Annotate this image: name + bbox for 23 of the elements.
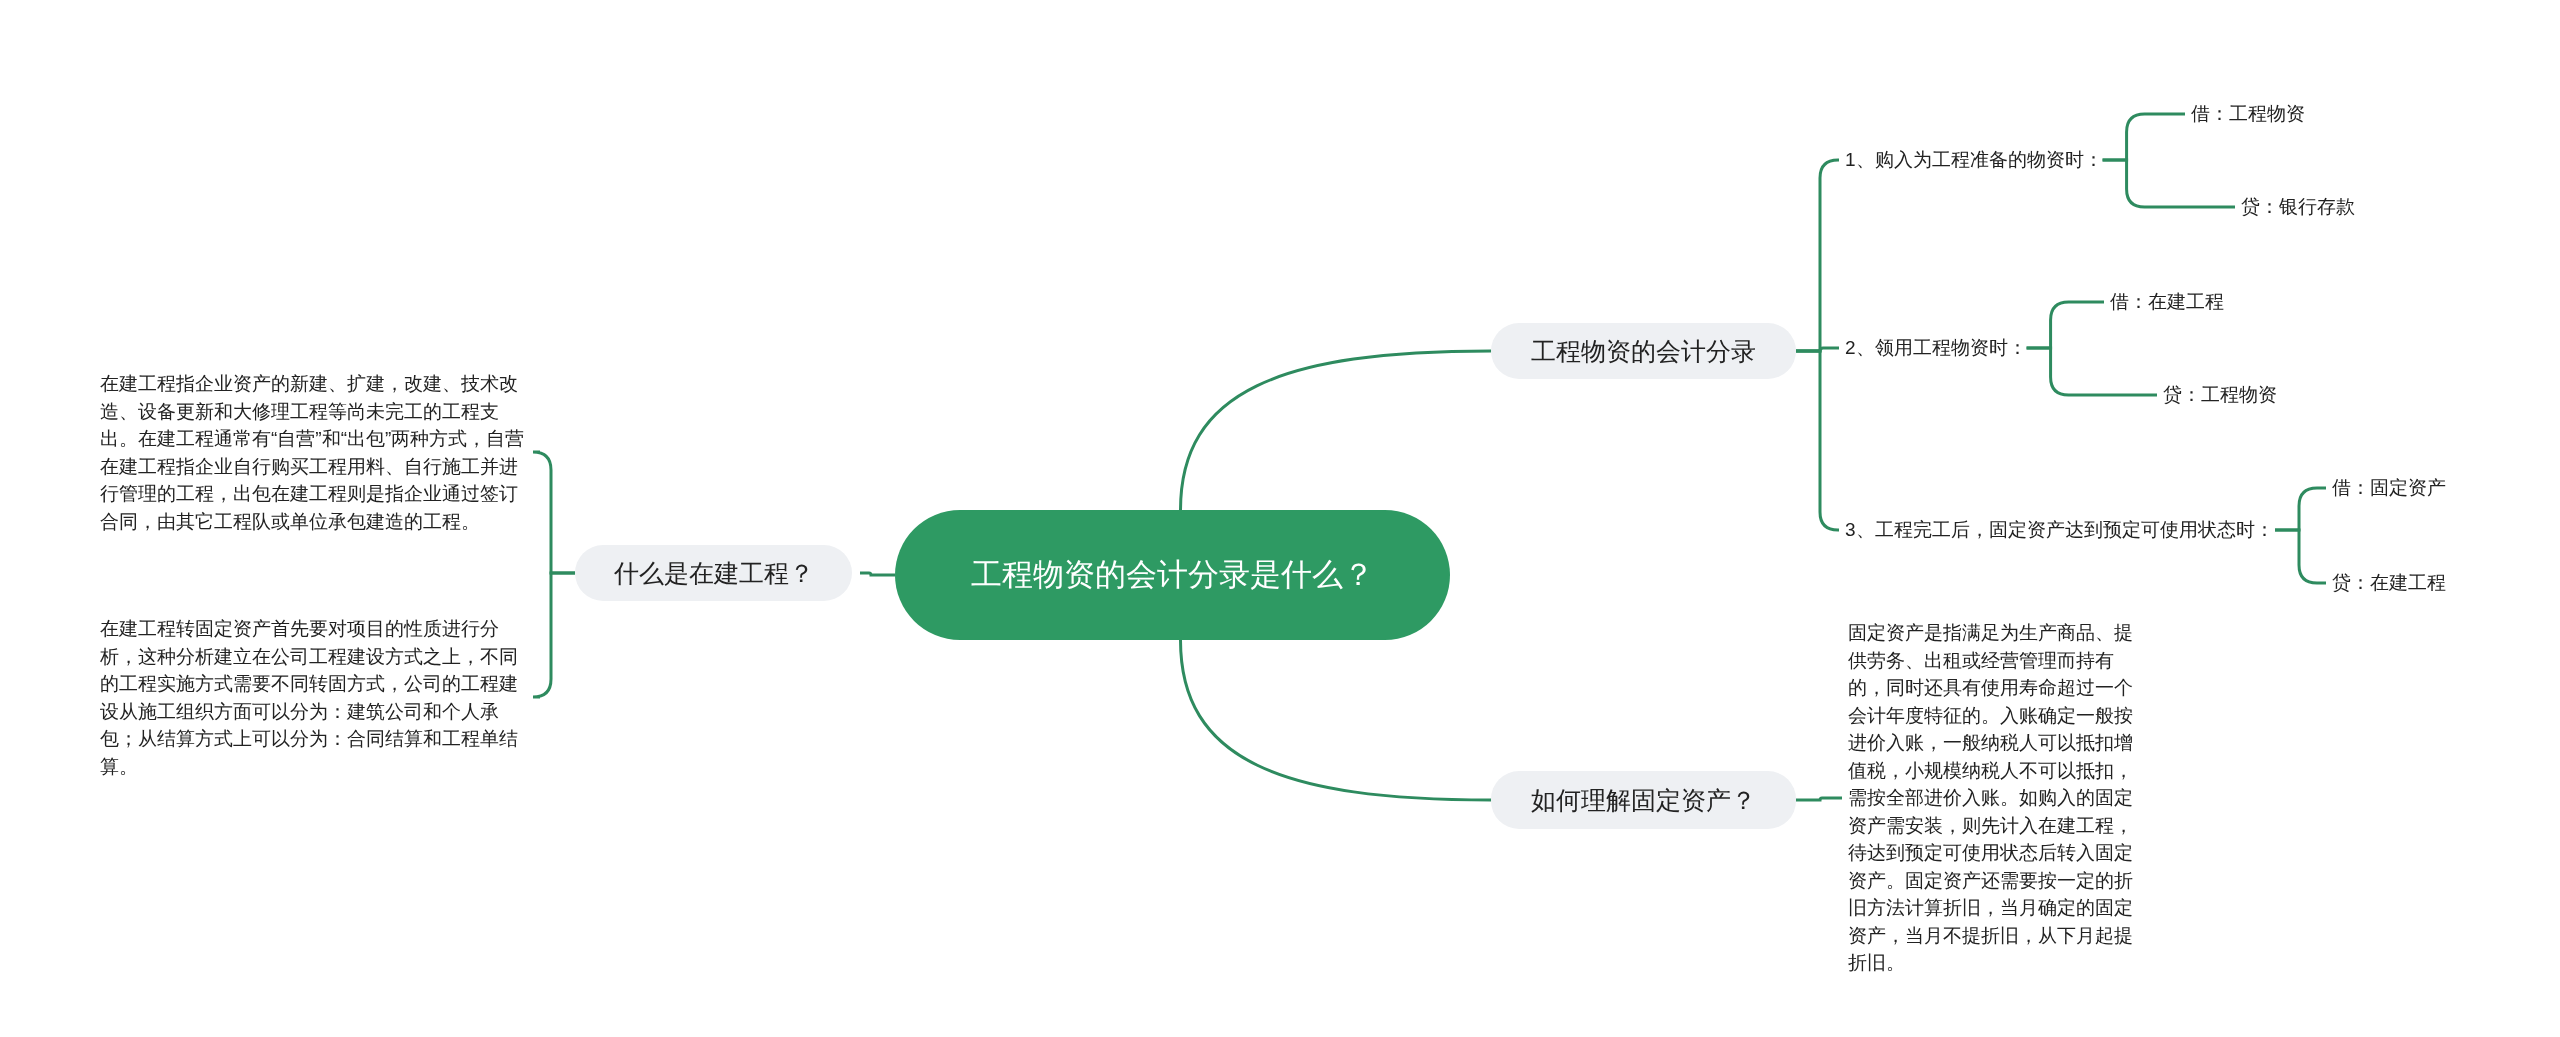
topic-box: 什么是在建工程？ [575, 545, 852, 601]
entry-text: 借：工程物资 [2191, 100, 2305, 128]
topic-box: 工程物资的会计分录 [1491, 323, 1796, 379]
paragraph: 3、工程完工后，固定资产达到预定可使用状态时： [1845, 516, 2275, 544]
entry-text: 2、领用工程物资时： [1845, 334, 2027, 362]
entry-text: 1、购入为工程准备的物资时： [1845, 146, 2103, 174]
connector-line [2026, 346, 2157, 397]
connector-line [1796, 796, 1842, 802]
paragraph: 在建工程转固定资产首先要对项目的性质进行分析，这种分析建立在公司工程建设方式之上，不同的工程实施方式需要不同转固方式，公司的工程建设从施工组织方面可以分为：建筑公司和个人承包；从结算方式上可以分为：合同结算和工程单结算。 [100, 614, 532, 780]
entry-text: 借：在建工程 [2110, 288, 2224, 316]
paragraph: 固定资产是指满足为生产商品、提供劳务、出租或经营管理而持有的，同时还具有使用寿命超过一个会计年度特征的。入账确定一般按进价入账，一般纳税人可以抵扣增值税，小规模纳税人不可以抵扣，需按全部进价入账。如购入的固定资产需安装，则先计入在建工程，待达到预定可使用状态后转入固定资产。固定资产还需要按一定的折旧方法计算折旧，当月确定的固定资产，当月不提折旧，从下月起提折旧。 [1848, 619, 2143, 977]
connector-line [2102, 158, 2235, 209]
entry-text: 贷：在建工程 [2332, 569, 2446, 597]
entry-text: 贷：银行存款 [2241, 193, 2355, 221]
entry-text: 贷：工程物资 [2163, 381, 2277, 409]
connector-line [1179, 349, 1492, 511]
connector-line [1179, 639, 1492, 802]
topic-box: 如何理解固定资产？ [1491, 771, 1796, 829]
paragraph: 在建工程指企业资产的新建、扩建，改建、技术改造、设备更新和大修理工程等尚未完工的工程支出。在建工程通常有“自营”和“出包”两种方式，自营在建工程指企业自行购买工程用料、自行施工并进行管理的工程，出包在建工程则是指企业通过签订合同，由其它工程队或单位承包建造的工程。 [100, 369, 532, 535]
connector-line [860, 571, 895, 577]
connector-line [531, 571, 575, 699]
central-topic: 工程物资的会计分录是什么？ [895, 510, 1450, 640]
entry-text: 借：固定资产 [2332, 474, 2446, 502]
